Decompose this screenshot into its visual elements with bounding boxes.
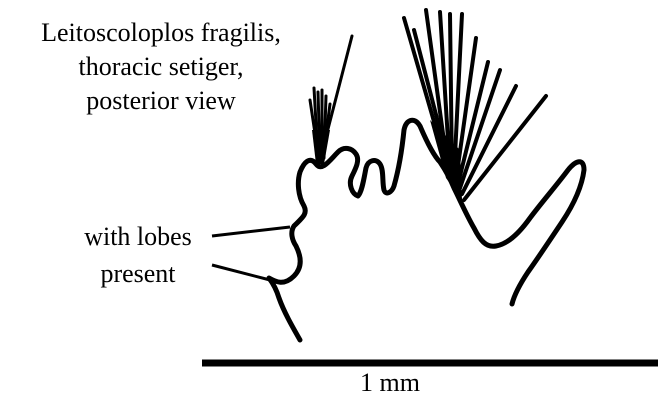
scale-bar-label: 1 mm: [300, 366, 480, 400]
figure-title: Leitoscoloplos fragilis, thoracic setige…: [0, 16, 322, 118]
neuropodial-setae-fan: [404, 10, 546, 200]
title-line: posterior view: [0, 84, 322, 118]
lobes-annotation: with lobes present: [54, 220, 222, 294]
title-line: thoracic setiger,: [0, 50, 322, 84]
annotation-line: present: [54, 257, 222, 294]
title-line: Leitoscoloplos fragilis,: [0, 16, 322, 50]
setae-base: [312, 130, 330, 164]
annotation-line: with lobes: [54, 220, 222, 257]
leader-line-upper: [212, 227, 290, 236]
